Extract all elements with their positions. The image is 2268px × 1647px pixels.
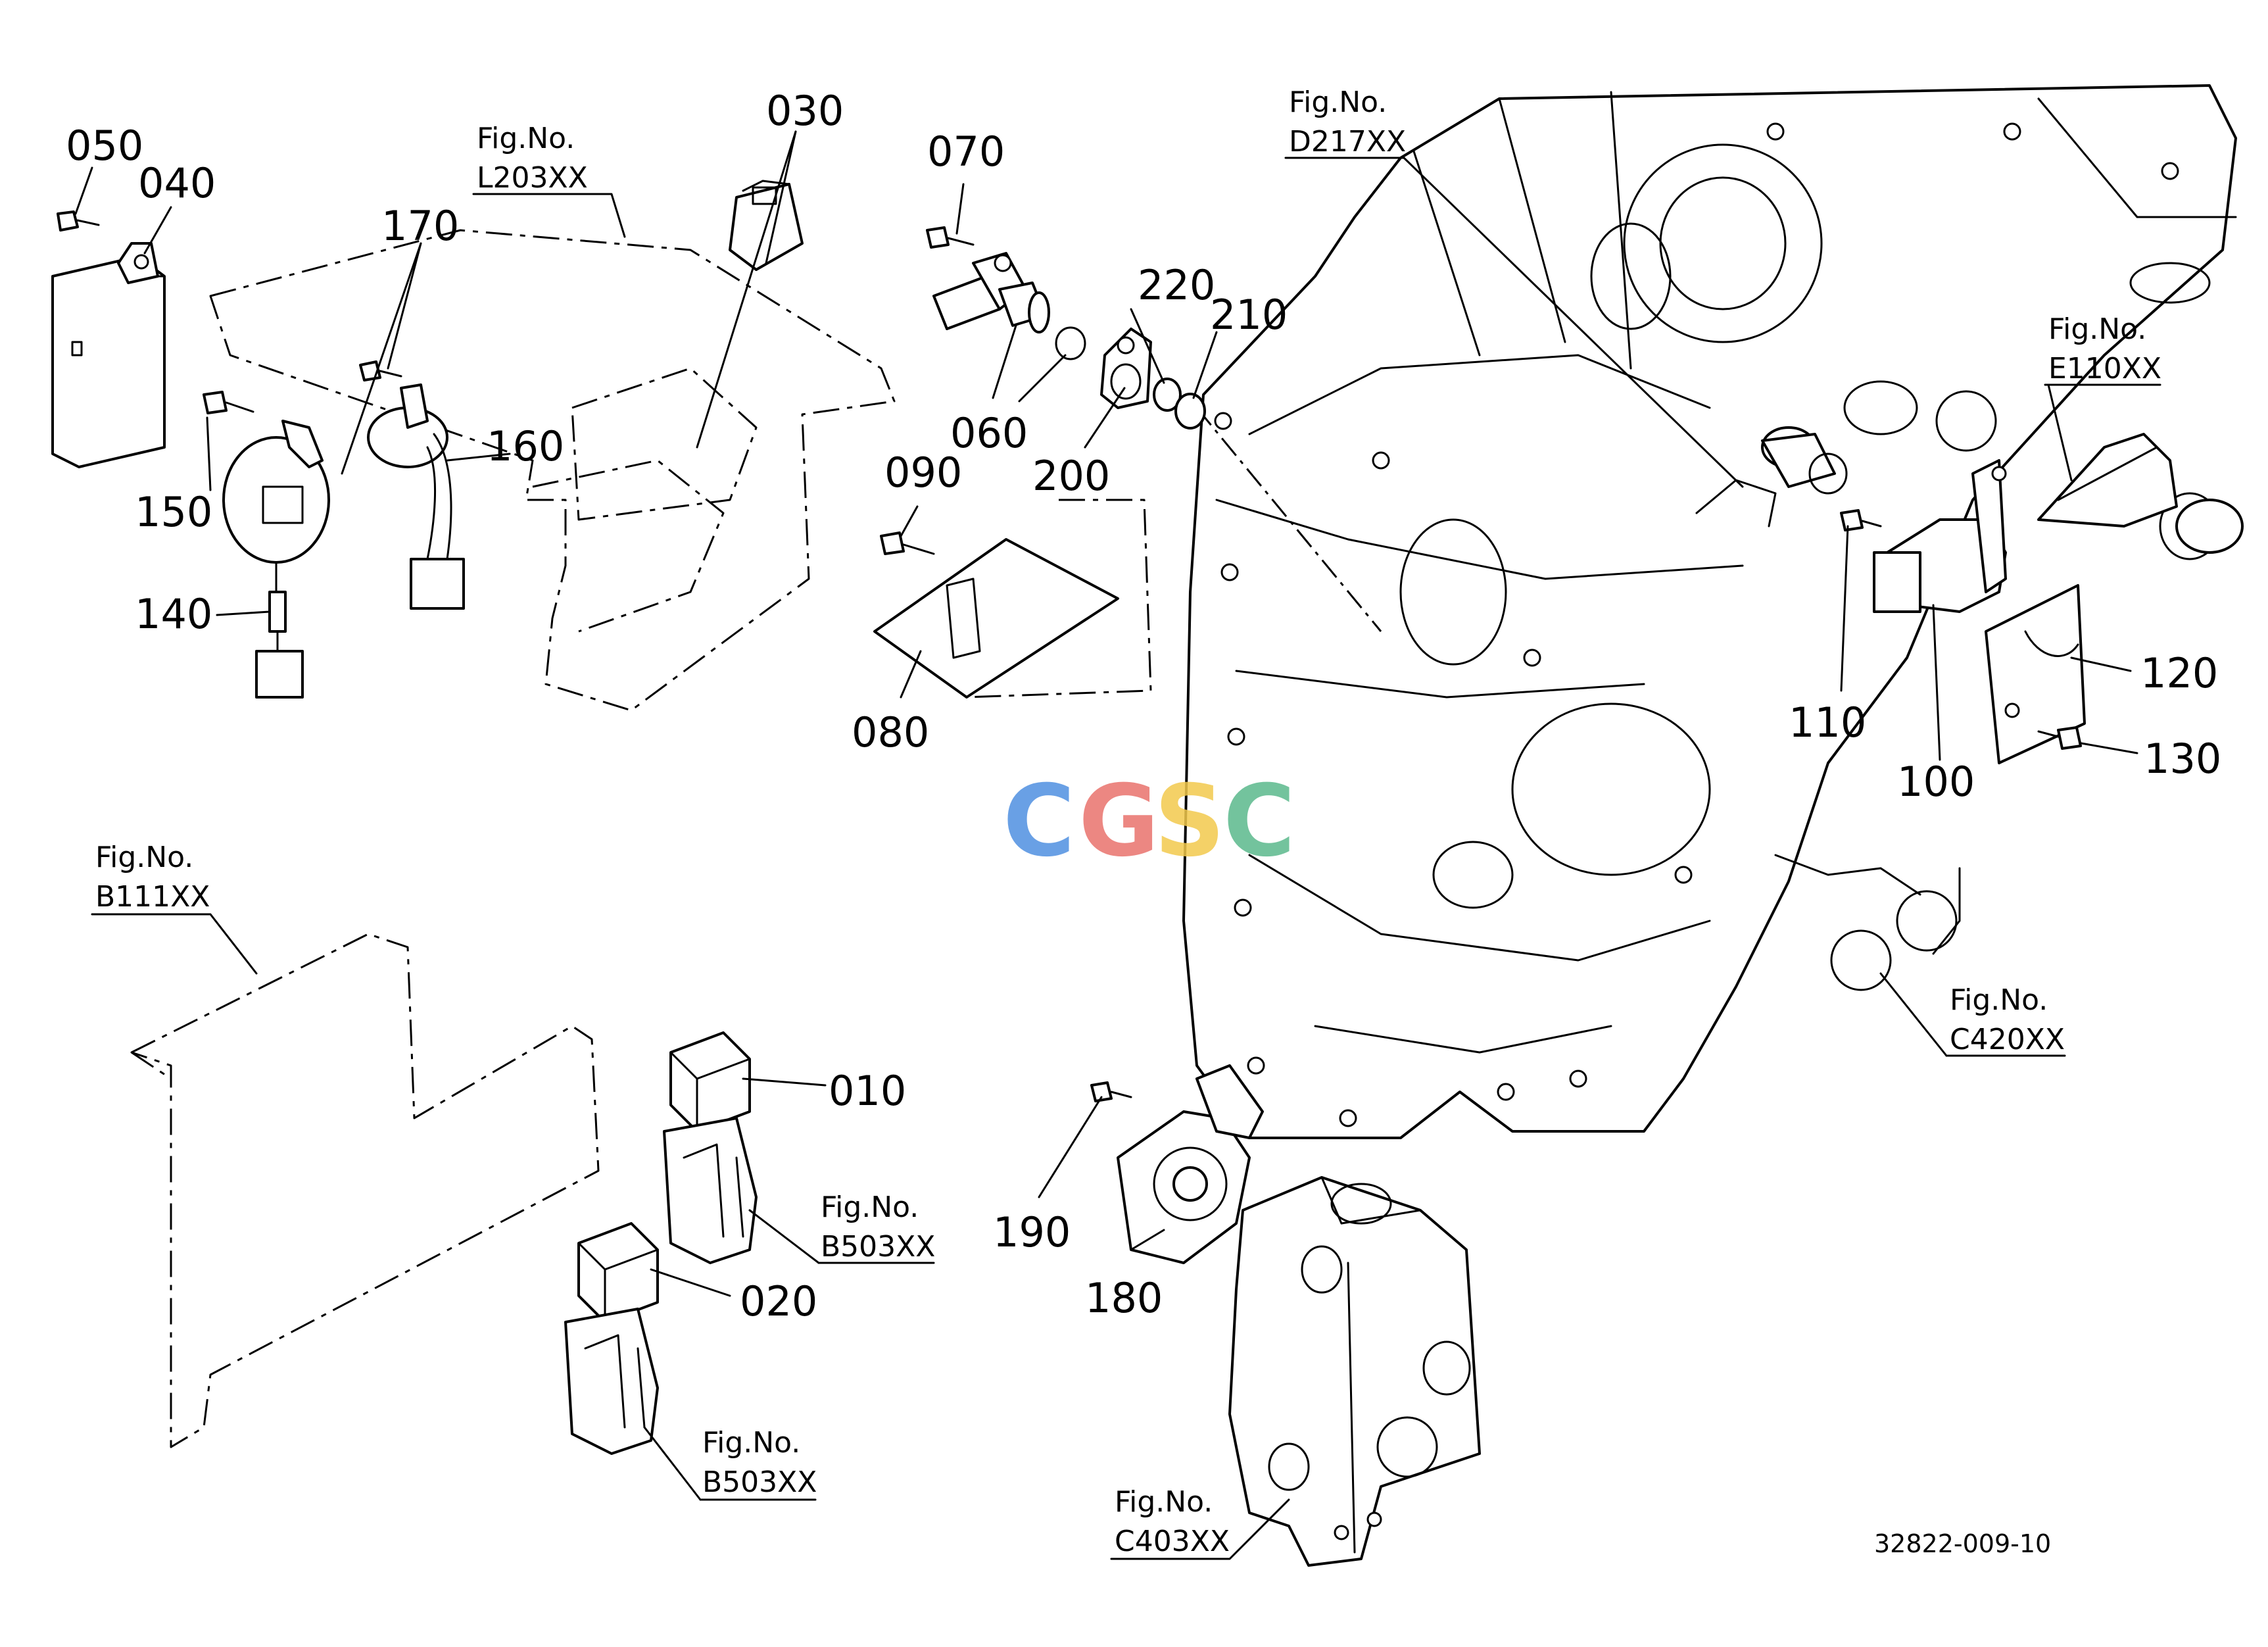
label-070: 070 — [927, 128, 1005, 176]
sensor-160 — [367, 383, 465, 610]
fig-c403-line2: C403XX — [1115, 1525, 1230, 1558]
plate-120 — [1985, 584, 2086, 764]
figure-refs: Fig.No. L203XX Fig.No. D217XX Fig.No. E1… — [95, 86, 2161, 1558]
shaft-d217 — [1695, 426, 1848, 528]
watermark-letter-c2: C — [1223, 764, 1295, 879]
gasket-200 — [1100, 328, 1152, 409]
b111-panel-fold — [131, 1051, 172, 1080]
bolt-110 — [1840, 509, 1882, 531]
label-090: 090 — [884, 449, 962, 497]
label-140: 140 — [135, 590, 212, 638]
bolt-090 — [880, 531, 935, 555]
fig-c420-line2: C420XX — [1950, 1023, 2065, 1056]
seal-plate-080 — [873, 538, 1119, 699]
shaft-axis-line — [1195, 407, 1382, 632]
l203-bracket-outline — [209, 229, 896, 712]
sensor-180 — [1117, 1064, 1264, 1264]
label-100: 100 — [1897, 758, 1975, 806]
label-220: 220 — [1138, 261, 1215, 309]
fig-d217-line2: D217XX — [1289, 125, 1406, 159]
drawing-code: 32822-009-10 — [1874, 1529, 2051, 1558]
bolt-150 — [203, 391, 254, 414]
bolt-130 — [2037, 726, 2082, 750]
controller-box-040 — [51, 242, 166, 468]
leader-lines — [74, 130, 2161, 1560]
label-110: 110 — [1789, 699, 1866, 747]
sensor-140 — [222, 420, 330, 699]
screw-190 — [1090, 1081, 1132, 1102]
label-200: 200 — [1032, 452, 1110, 500]
fig-l203-line2: L203XX — [477, 161, 588, 195]
label-050: 050 — [66, 122, 143, 170]
relay-socket-b503-lower — [564, 1308, 659, 1455]
label-060: 060 — [950, 409, 1028, 457]
fig-b503a-line2: B503XX — [821, 1230, 935, 1264]
watermark-letter-g: G — [1078, 764, 1159, 879]
fig-c403-line1: Fig.No. — [1115, 1485, 1213, 1519]
relay-socket-b503-upper — [663, 1117, 758, 1264]
bolt-170 — [359, 360, 402, 381]
sensor-100 — [1873, 459, 2007, 613]
watermark-cgsc: C G S C — [1003, 764, 1295, 879]
label-190: 190 — [993, 1208, 1071, 1256]
o-ring-220 — [1153, 378, 1182, 412]
fig-b503b-line1: Fig.No. — [702, 1426, 800, 1460]
relay-010 — [669, 1031, 751, 1133]
watermark-letter-c1: C — [1003, 764, 1075, 879]
bolt-070 — [926, 226, 975, 249]
label-020: 020 — [740, 1277, 817, 1325]
fig-b503a-line1: Fig.No. — [821, 1191, 919, 1224]
link-arm-e110 — [2037, 433, 2244, 554]
l203-bracket-inner — [571, 367, 758, 521]
label-150: 150 — [135, 488, 212, 536]
label-180: 180 — [1085, 1274, 1163, 1322]
label-210: 210 — [1210, 291, 1288, 339]
fig-c420-line1: Fig.No. — [1950, 983, 2048, 1017]
seal-210 — [1174, 393, 1206, 430]
watermark-letter-s: S — [1154, 764, 1225, 879]
label-120: 120 — [2140, 649, 2218, 697]
fig-d217-line1: Fig.No. — [1289, 86, 1387, 119]
b111-panel-outline — [130, 933, 600, 1448]
label-160: 160 — [487, 422, 564, 470]
part-labels: 050 040 170 150 160 140 030 070 220 210 … — [66, 87, 2221, 1325]
fig-b503b-line2: B503XX — [702, 1465, 817, 1499]
fig-e110-line2: E110XX — [2048, 352, 2161, 385]
label-040: 040 — [138, 159, 216, 207]
fig-l203-line1: Fig.No. — [477, 122, 575, 155]
relay-020 — [577, 1222, 659, 1323]
label-010: 010 — [829, 1067, 906, 1115]
bolt-050 — [57, 210, 100, 232]
label-030: 030 — [766, 87, 844, 135]
valve-body-c403 — [1228, 1176, 1481, 1567]
l203-bracket-flange — [532, 459, 725, 633]
fig-e110-line1: Fig.No. — [2048, 312, 2146, 346]
fig-b111-line2: B111XX — [95, 880, 210, 914]
label-170: 170 — [381, 202, 459, 250]
plate-link-line — [966, 499, 1152, 699]
label-080: 080 — [852, 708, 929, 756]
speed-sensor-060 — [932, 252, 1086, 360]
fig-b111-line1: Fig.No. — [95, 841, 193, 874]
label-130: 130 — [2144, 735, 2221, 783]
